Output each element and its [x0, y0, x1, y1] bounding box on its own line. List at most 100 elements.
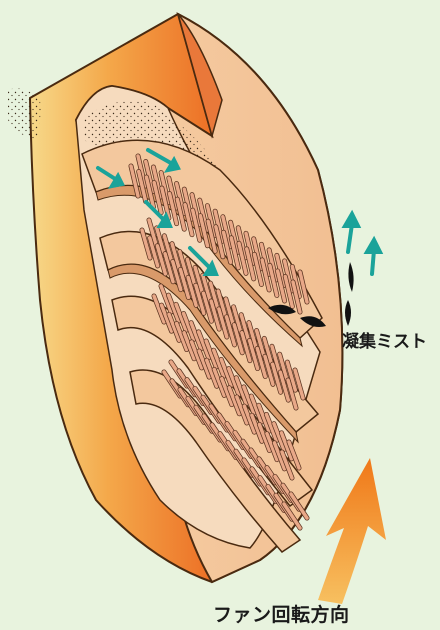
pin [186, 275, 198, 308]
pin [242, 404, 257, 434]
pin [277, 352, 290, 384]
pin [224, 315, 237, 347]
pin [220, 376, 234, 407]
pin [265, 431, 279, 462]
pin [275, 269, 287, 303]
pin [224, 297, 236, 329]
pin [255, 346, 268, 379]
pin [282, 502, 302, 530]
pin [229, 236, 241, 270]
pin [247, 320, 259, 353]
pin [159, 170, 170, 205]
pin [194, 283, 206, 316]
pin [259, 242, 271, 277]
pin [236, 226, 248, 260]
pin [151, 165, 163, 199]
pin [221, 215, 232, 249]
pin [162, 234, 175, 266]
pin [181, 311, 196, 342]
pin [244, 247, 256, 281]
pin [235, 395, 249, 425]
pin [155, 244, 168, 276]
pin [170, 241, 182, 274]
pin [163, 251, 175, 284]
pin [198, 213, 210, 248]
pin [267, 248, 278, 282]
pin [196, 330, 211, 360]
pin [189, 340, 204, 370]
pin [279, 431, 294, 461]
pin [143, 159, 155, 194]
pin [182, 187, 194, 221]
pin [211, 348, 226, 378]
pin [152, 180, 163, 215]
pin [231, 305, 244, 337]
pin [227, 386, 242, 416]
pin [182, 330, 196, 361]
pin [166, 293, 181, 323]
pin [147, 218, 159, 250]
tray-4 [129, 369, 302, 553]
pin [247, 338, 260, 371]
pin [185, 257, 198, 290]
pin [278, 370, 291, 402]
pin [264, 412, 279, 443]
pin [212, 367, 226, 398]
pin [177, 249, 190, 282]
pin [204, 358, 219, 388]
pin [136, 154, 147, 188]
pin [213, 209, 224, 243]
pin [282, 259, 294, 293]
pin [290, 264, 302, 299]
pin [129, 164, 140, 198]
pin [152, 294, 166, 324]
pin [170, 259, 183, 292]
pin [251, 237, 263, 271]
pin [234, 376, 249, 406]
pin [239, 312, 251, 345]
pin [204, 339, 218, 369]
housing-notch [177, 13, 223, 139]
droplet-icon [348, 262, 354, 292]
pin [206, 219, 217, 253]
pin [183, 202, 194, 237]
pin [189, 320, 203, 351]
pin [217, 307, 229, 339]
pin [260, 258, 271, 292]
pin [219, 357, 233, 388]
pin [144, 175, 156, 209]
pin [244, 231, 255, 266]
pin [208, 281, 221, 313]
pin [216, 289, 228, 321]
pin [193, 265, 205, 298]
pin [237, 241, 248, 276]
pin [221, 230, 233, 265]
pin [214, 225, 225, 259]
pin [190, 208, 202, 242]
pin [159, 284, 173, 314]
mist-label: 凝集ミスト [342, 332, 427, 352]
pin [174, 181, 186, 216]
pin [197, 198, 209, 232]
pin [201, 291, 214, 323]
pin [250, 413, 264, 444]
pin [175, 197, 187, 231]
pin [262, 336, 275, 369]
pin [197, 349, 211, 379]
pin [270, 362, 283, 394]
pin [289, 492, 309, 520]
pin-array [128, 153, 310, 531]
pin [283, 274, 295, 309]
pin [201, 273, 213, 306]
pin [167, 176, 178, 210]
pin [167, 191, 179, 226]
pin [174, 302, 188, 333]
pin [268, 263, 279, 298]
pin [190, 192, 201, 227]
pin [291, 280, 302, 314]
pin [280, 450, 294, 480]
pin [285, 360, 298, 392]
pin [240, 330, 252, 363]
pin [252, 252, 264, 287]
pin [167, 312, 181, 343]
